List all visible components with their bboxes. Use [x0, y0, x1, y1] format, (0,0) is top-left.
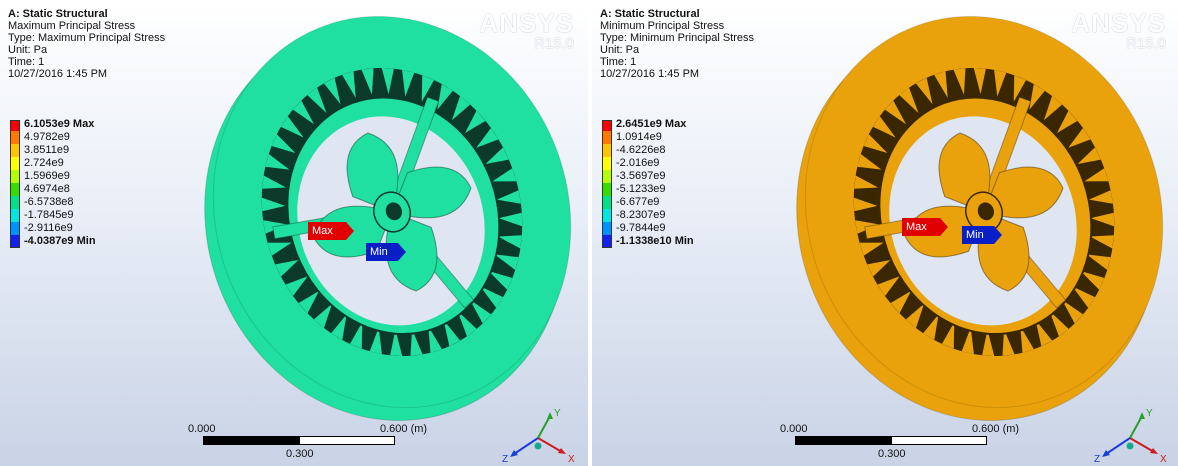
legend-swatch: [10, 235, 20, 248]
legend-value: 4.6974e8: [24, 183, 70, 195]
legend-value: 2.724e9: [24, 157, 64, 169]
axis-y-label: Y: [1146, 408, 1153, 419]
legend-value: 4.9782e9: [24, 131, 70, 143]
result-date: 10/27/2016 1:45 PM: [600, 68, 700, 80]
logo-version: R15.0: [533, 35, 574, 52]
legend-value: -3.5697e9: [616, 170, 666, 182]
legend-swatch: [10, 144, 20, 157]
logo-brand: ANSYS: [479, 8, 574, 38]
legend-value: -9.7844e9: [616, 222, 666, 234]
legend-swatch: [602, 170, 612, 183]
result-name: Maximum Principal Stress: [8, 20, 136, 32]
result-header: A: Static Structural Minimum Principal S…: [600, 8, 754, 80]
legend-swatch: [602, 131, 612, 144]
legend-swatch: [10, 131, 20, 144]
legend-swatch: [10, 157, 20, 170]
legend-value: -4.0387e9 Min: [24, 235, 96, 247]
legend-swatch: [602, 196, 612, 209]
analysis-title: A: Static Structural: [8, 8, 108, 20]
logo-brand: ANSYS: [1071, 8, 1166, 38]
axis-y-label: Y: [554, 408, 561, 419]
legend-swatch: [602, 157, 612, 170]
axis-z-label: Z: [502, 454, 508, 464]
ansys-logo: ANSYS R15.0: [1071, 10, 1166, 51]
min-probe-label[interactable]: Min: [366, 243, 406, 261]
legend-swatch: [10, 170, 20, 183]
legend-swatch: [10, 209, 20, 222]
legend-value: -8.2307e9: [616, 209, 666, 221]
legend-swatch: [602, 120, 612, 131]
impeller-model[interactable]: [0, 0, 588, 466]
result-unit: Unit: Pa: [600, 44, 640, 56]
legend-swatch: [602, 235, 612, 248]
axis-x-label: X: [568, 454, 575, 464]
legend-value: 3.8511e9: [24, 144, 70, 156]
legend-swatch: [10, 183, 20, 196]
legend-value: -1.7845e9: [24, 209, 74, 221]
result-date: 10/27/2016 1:45 PM: [8, 68, 108, 80]
max-probe-label[interactable]: Max: [902, 218, 948, 236]
legend-value: -4.6226e8: [616, 144, 666, 156]
legend-value: 1.5969e9: [24, 170, 70, 182]
result-type: Type: Maximum Principal Stress: [8, 32, 166, 44]
legend-value: -2.016e9: [616, 157, 660, 169]
axis-x-label: X: [1160, 454, 1167, 464]
legend-value: -1.1338e10 Min: [616, 235, 694, 247]
result-viewport-min-principal[interactable]: A: Static Structural Minimum Principal S…: [592, 0, 1178, 466]
result-viewport-max-principal[interactable]: A: Static Structural Maximum Principal S…: [0, 0, 588, 466]
legend-value: -5.1233e9: [616, 183, 666, 195]
legend-swatch: [602, 144, 612, 157]
legend-swatch: [602, 209, 612, 222]
axis-triad[interactable]: Y X Z: [1092, 404, 1172, 464]
legend-swatch: [10, 120, 20, 131]
result-name: Minimum Principal Stress: [600, 20, 725, 32]
legend-swatch: [602, 183, 612, 196]
result-type: Type: Minimum Principal Stress: [600, 32, 755, 44]
legend-swatch: [10, 196, 20, 209]
legend-swatch: [602, 222, 612, 235]
panel-divider: [588, 0, 592, 466]
legend-value: -2.9116e9: [24, 222, 73, 234]
result-time: Time: 1: [600, 56, 637, 68]
ansys-logo: ANSYS R15.0: [479, 10, 574, 51]
legend-value: -6.5738e8: [24, 196, 74, 208]
max-probe-label[interactable]: Max: [308, 222, 354, 240]
min-probe-label[interactable]: Min: [962, 226, 1002, 244]
legend-swatch: [10, 222, 20, 235]
logo-version: R15.0: [1125, 35, 1166, 52]
result-time: Time: 1: [8, 56, 45, 68]
result-header: A: Static Structural Maximum Principal S…: [8, 8, 165, 80]
result-unit: Unit: Pa: [8, 44, 48, 56]
legend-value: 6.1053e9 Max: [24, 118, 95, 130]
legend-value: -6.677e9: [616, 196, 660, 208]
impeller-model[interactable]: [592, 0, 1178, 466]
axis-z-label: Z: [1094, 454, 1100, 464]
axis-triad[interactable]: Y X Z: [500, 404, 580, 464]
legend-value: 2.6451e9 Max: [616, 118, 687, 130]
legend-value: 1.0914e9: [616, 131, 662, 143]
analysis-title: A: Static Structural: [600, 8, 700, 20]
